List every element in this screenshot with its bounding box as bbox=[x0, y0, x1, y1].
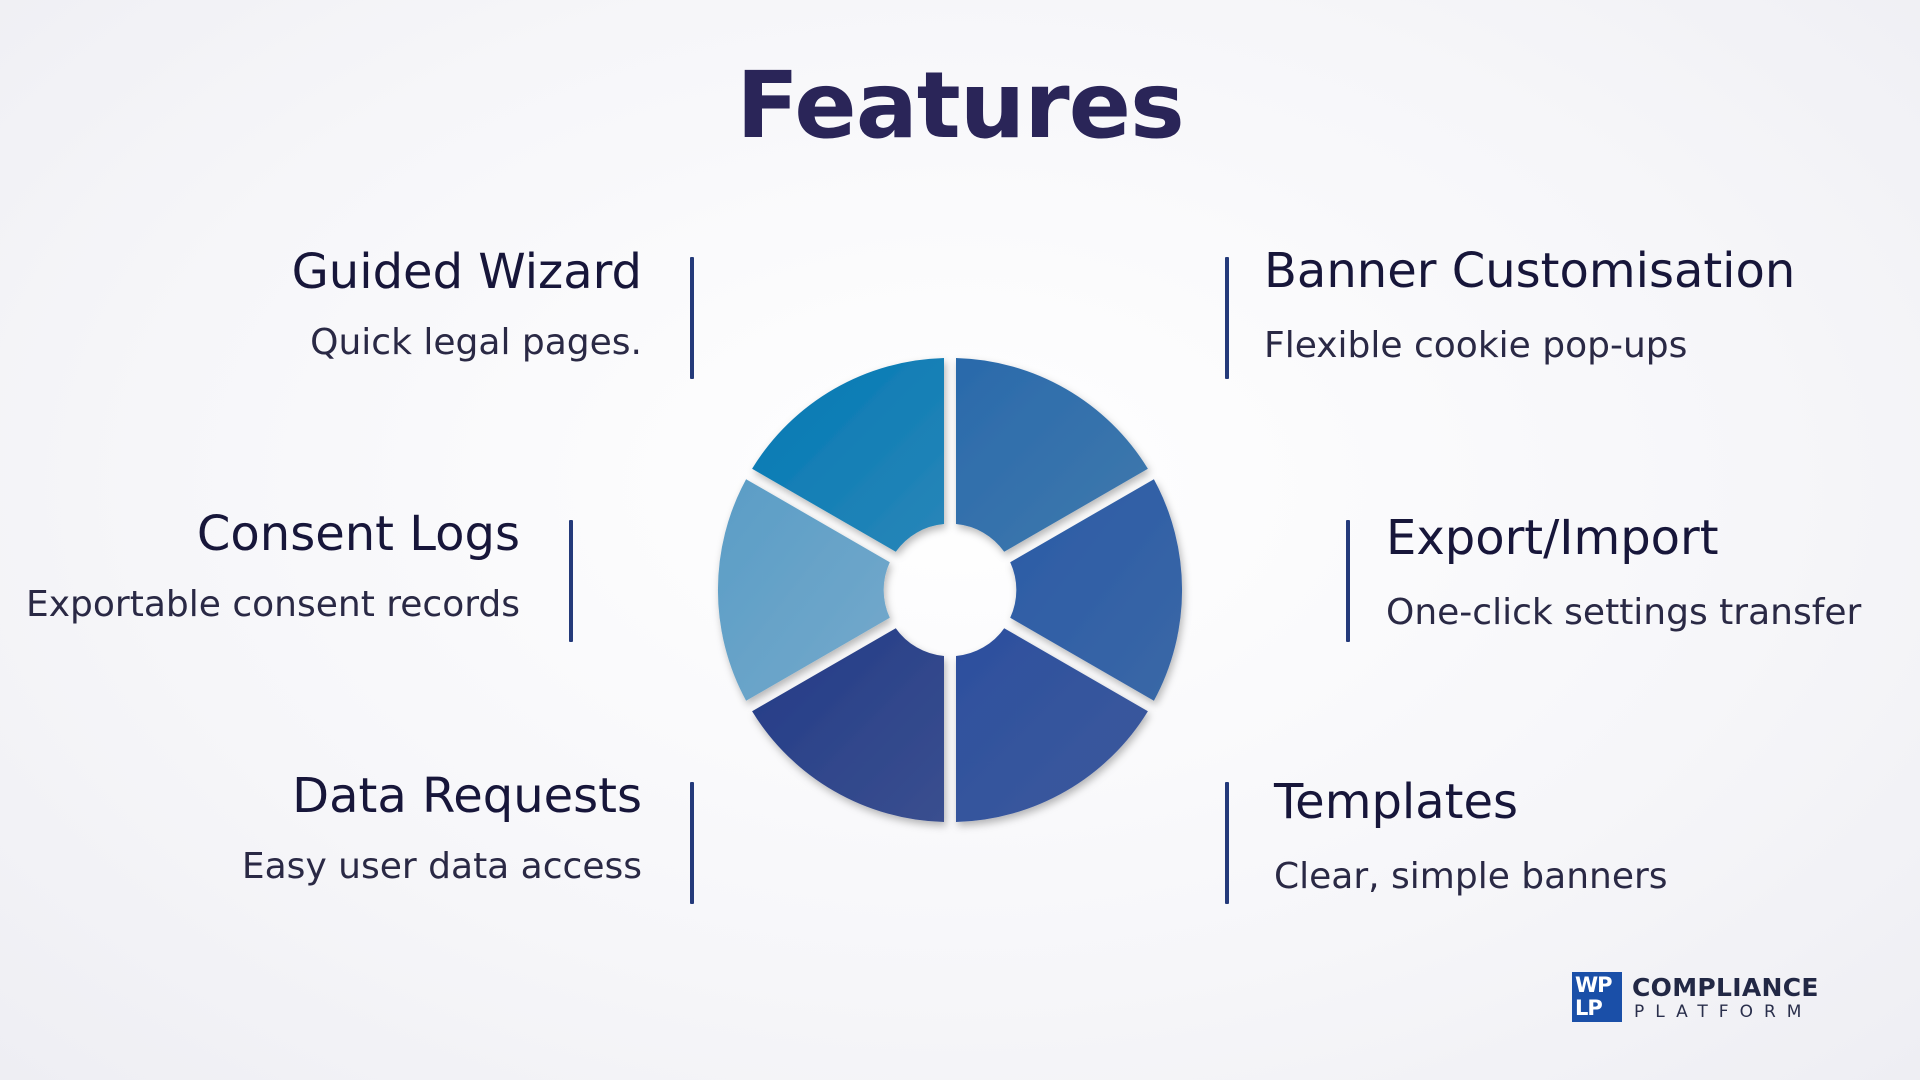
feature-description: Clear, simple banners bbox=[1274, 855, 1668, 897]
wheel-segment-bottom-right bbox=[956, 628, 1148, 822]
feature-description: Easy user data access bbox=[241, 845, 642, 887]
feature-templates: Templates Clear, simple banners bbox=[1274, 776, 1668, 898]
feature-description: Quick legal pages. bbox=[310, 321, 642, 363]
feature-export-import: Export/Import One-click settings transfe… bbox=[1386, 512, 1861, 634]
feature-divider-guided-wizard bbox=[690, 257, 694, 379]
logo-name: COMPLIANCE bbox=[1632, 973, 1819, 1002]
wheel-segment-left bbox=[717, 479, 890, 701]
feature-description: Flexible cookie pop-ups bbox=[1264, 324, 1688, 366]
wheel-segment-right bbox=[1010, 479, 1183, 701]
wheel-segment-bottom-left bbox=[752, 628, 944, 822]
feature-title: Guided Wizard bbox=[291, 244, 642, 300]
feature-consent-logs: Consent Logs Exportable consent records bbox=[26, 508, 520, 626]
feature-description: Exportable consent records bbox=[25, 583, 520, 625]
feature-divider-data-requests bbox=[690, 782, 694, 904]
feature-divider-banner-customisation bbox=[1225, 257, 1229, 379]
feature-description: One-click settings transfer bbox=[1386, 591, 1862, 633]
feature-title: Templates bbox=[1274, 774, 1519, 830]
feature-title: Export/Import bbox=[1386, 510, 1719, 566]
wp-lp-logo-icon: WP LP bbox=[1572, 972, 1622, 1022]
feature-title: Consent Logs bbox=[196, 506, 520, 562]
feature-title: Banner Customisation bbox=[1264, 243, 1796, 299]
feature-guided-wizard: Guided Wizard Quick legal pages. bbox=[292, 246, 642, 364]
feature-divider-export-import bbox=[1346, 520, 1350, 642]
feature-banner-customisation: Banner Customisation Flexible cookie pop… bbox=[1264, 245, 1795, 367]
feature-data-requests: Data Requests Easy user data access bbox=[242, 770, 642, 888]
page-title: Features bbox=[736, 52, 1185, 159]
wheel-segment-top-right bbox=[956, 358, 1148, 552]
wheel-segment-top-left bbox=[752, 358, 944, 552]
logo-mark-bottom: LP bbox=[1575, 996, 1603, 1020]
feature-title: Data Requests bbox=[292, 768, 642, 824]
feature-divider-templates bbox=[1225, 782, 1229, 904]
feature-divider-consent-logs bbox=[569, 520, 573, 642]
logo-mark-top: WP bbox=[1575, 973, 1613, 997]
logo-subtitle: PLATFORM bbox=[1634, 1002, 1813, 1022]
features-wheel bbox=[717, 358, 1183, 822]
